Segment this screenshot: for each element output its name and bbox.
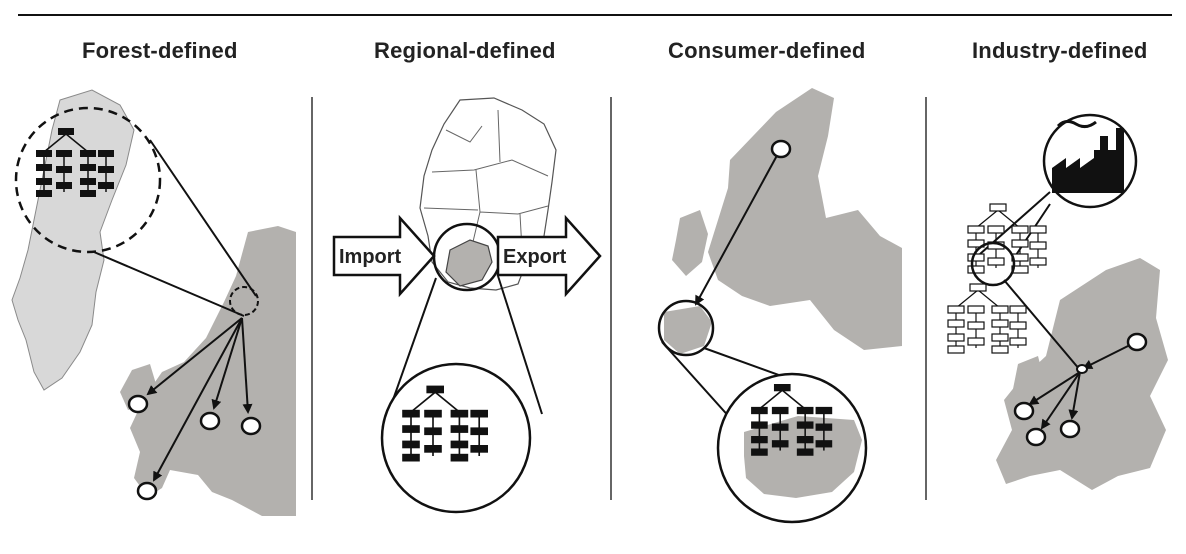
flow-arrows-1 bbox=[146, 317, 253, 482]
supply-chain-tree-white-bottom bbox=[947, 283, 1027, 354]
iberia-map-small bbox=[664, 306, 712, 354]
panel-title-industry: Industry-defined bbox=[972, 38, 1148, 63]
uk-map-3 bbox=[672, 210, 708, 276]
consumer-circle bbox=[657, 299, 715, 357]
export-label: Export bbox=[503, 246, 567, 268]
export-arrow bbox=[496, 214, 602, 298]
europe-map-3 bbox=[708, 88, 902, 350]
sweden-map bbox=[11, 89, 135, 391]
zoom-line-upper bbox=[149, 139, 257, 297]
panel-title-forest: Forest-defined bbox=[82, 38, 238, 63]
panel-regional: Import Export bbox=[332, 97, 602, 514]
import-arrow bbox=[332, 214, 436, 298]
uk-map-1 bbox=[120, 364, 156, 410]
panel-industry bbox=[947, 113, 1168, 490]
flow-arrows-4 bbox=[1028, 371, 1081, 430]
source-circle-4 bbox=[1126, 332, 1148, 352]
panel-title-regional: Regional-defined bbox=[374, 38, 556, 63]
industry-to-hub-line bbox=[1003, 279, 1081, 371]
baden-wuerttemberg-region bbox=[445, 239, 493, 287]
hub-circle bbox=[1076, 364, 1088, 374]
source-to-hub-arrow bbox=[1082, 343, 1133, 369]
source-circle-dashed bbox=[229, 286, 259, 316]
industry-node-circle bbox=[970, 241, 1016, 287]
iberia-map-zoomed bbox=[744, 416, 862, 498]
panel-consumer bbox=[657, 88, 902, 524]
source-circle-3 bbox=[770, 139, 792, 159]
destination-circles-4 bbox=[1013, 401, 1081, 447]
consumer-flow-arrow bbox=[695, 149, 781, 306]
panel-forest bbox=[11, 89, 296, 516]
panel-title-consumer: Consumer-defined bbox=[668, 38, 866, 63]
supply-chain-tree-white-top bbox=[967, 203, 1047, 274]
zoom-line-left-3 bbox=[661, 341, 733, 421]
detail-circle-dashed bbox=[14, 106, 162, 254]
import-label: Import bbox=[339, 246, 402, 268]
zoom-line-left-2 bbox=[387, 277, 437, 415]
destination-circles-1 bbox=[127, 394, 262, 501]
factory-icon bbox=[1052, 119, 1124, 193]
zoom-line-right-2 bbox=[497, 275, 543, 415]
detail-circle-2 bbox=[380, 362, 532, 514]
zoom-line-lower bbox=[93, 251, 245, 317]
germany-state-borders bbox=[423, 109, 549, 251]
uk-map-4 bbox=[1012, 356, 1044, 398]
